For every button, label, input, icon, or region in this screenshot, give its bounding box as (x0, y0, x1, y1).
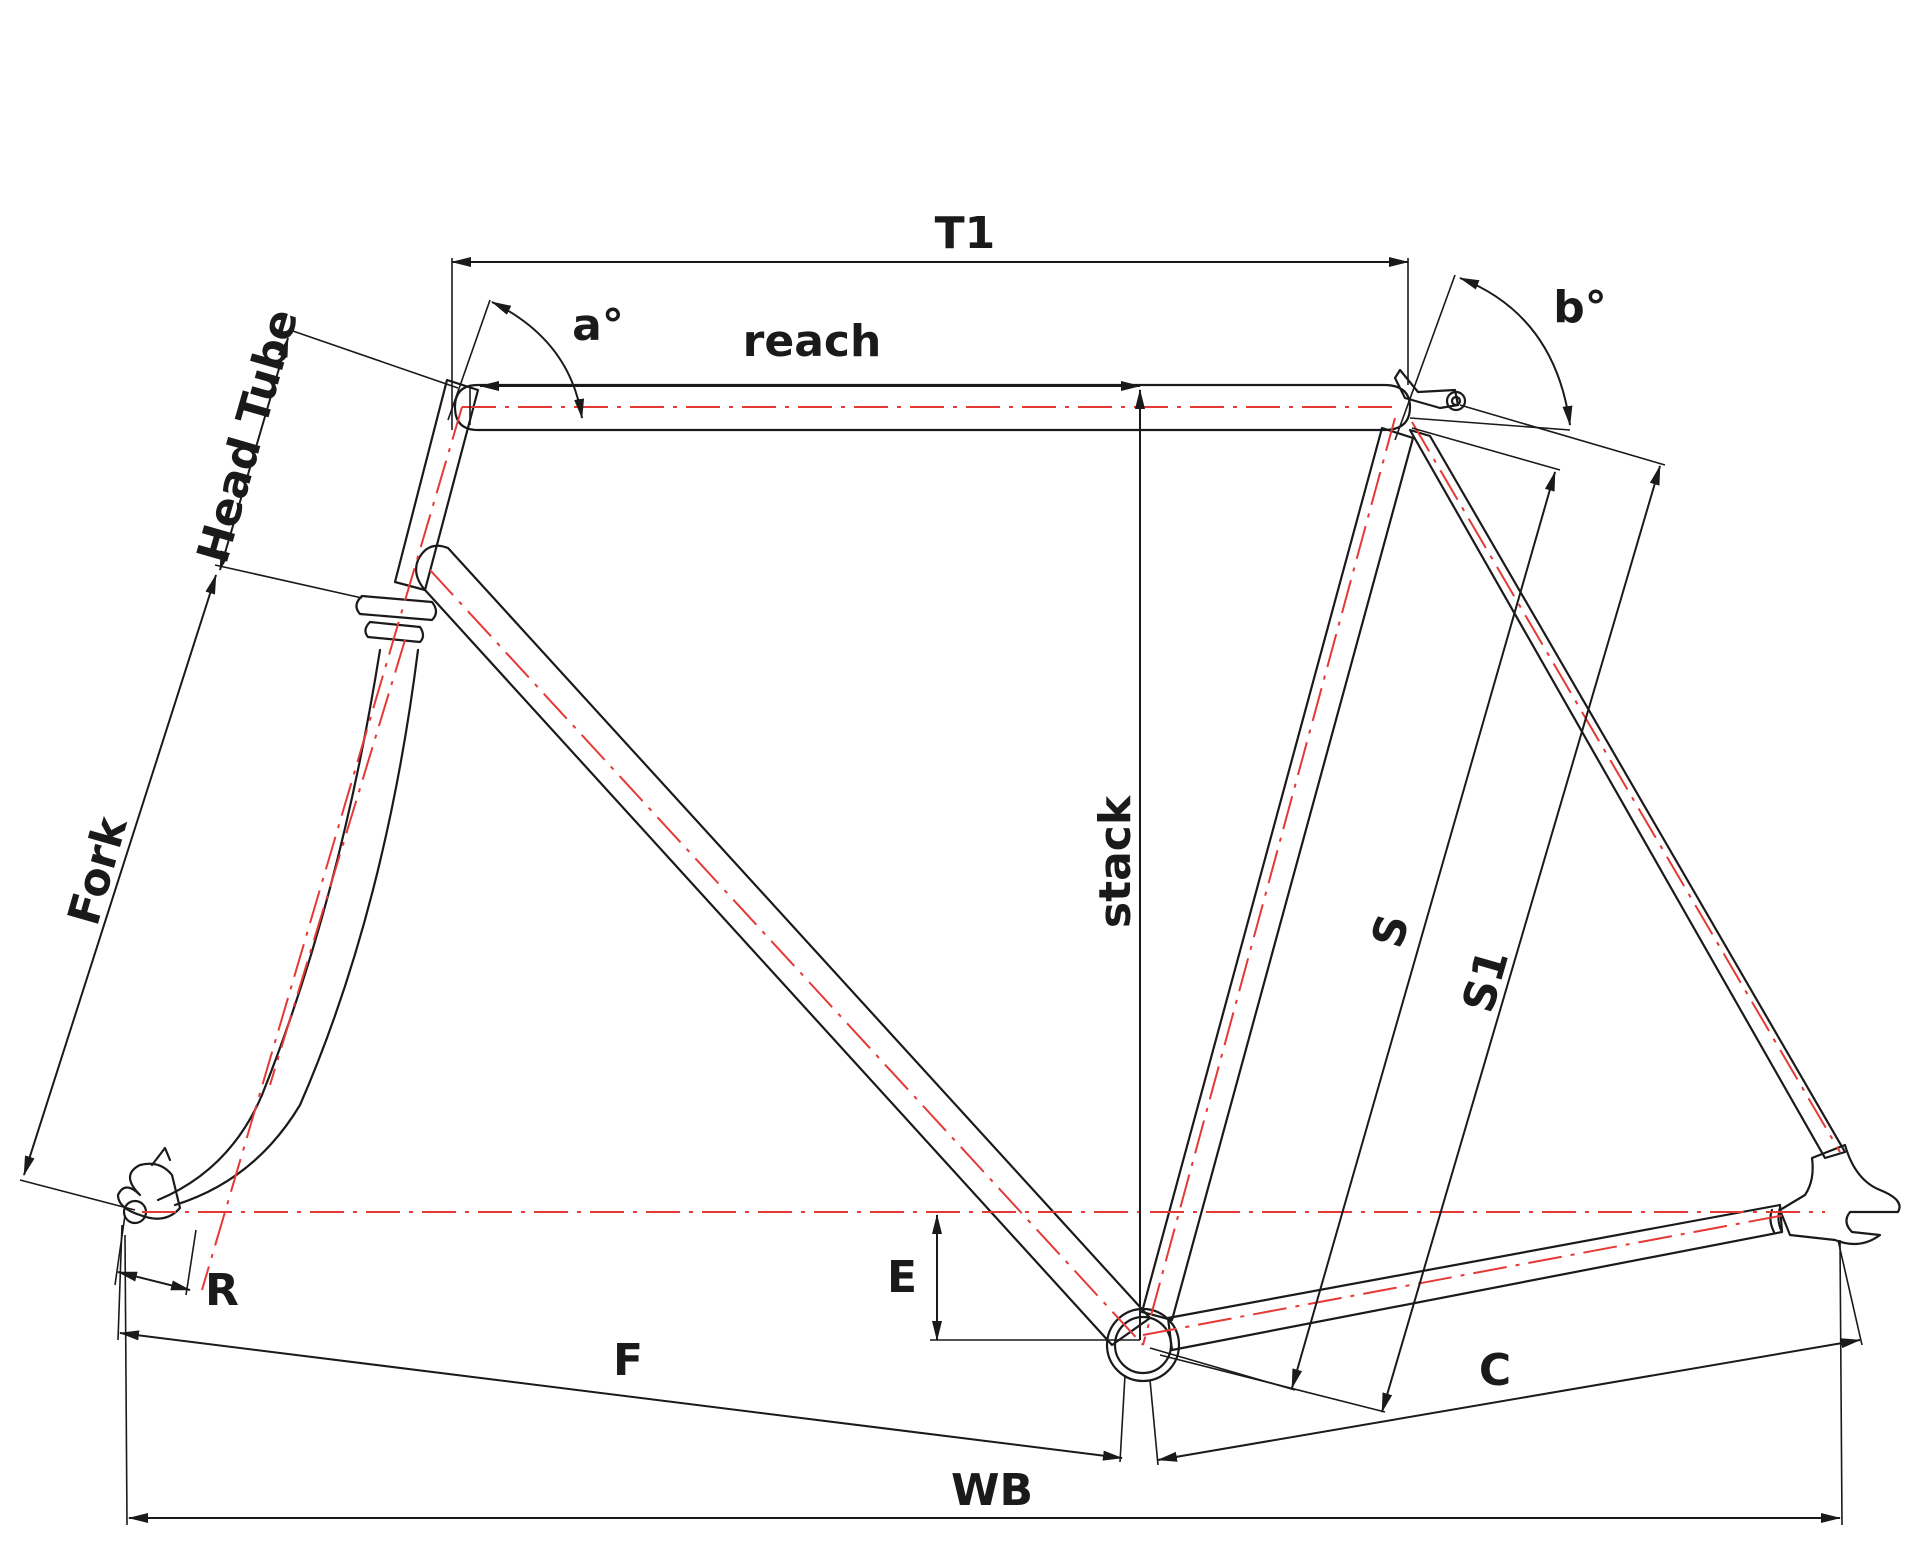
seat-tube (1140, 426, 1415, 1322)
down-tube (415, 544, 1152, 1347)
dimensions (19, 257, 1863, 1526)
r-dimension (117, 1271, 191, 1291)
chain-stay (1166, 1203, 1784, 1352)
label-wb: WB (951, 1465, 1033, 1516)
head-tube-dimension (219, 337, 289, 571)
s-dimension (1291, 471, 1556, 1389)
b-angle-arc (1459, 277, 1573, 426)
headset (355, 594, 438, 622)
label-s: S (1362, 909, 1420, 954)
c-dimension (1157, 1338, 1861, 1462)
fork-blade (156, 648, 420, 1207)
rear-dropout (1769, 1143, 1901, 1246)
s1-dimension (1381, 465, 1661, 1413)
label-b-angle: b° (1553, 282, 1607, 333)
label-f: F (613, 1335, 643, 1386)
seat-clamp (1393, 368, 1467, 412)
label-t1: T1 (935, 208, 996, 259)
label-stack: stack (1090, 794, 1141, 928)
label-fork: Fork (58, 810, 138, 931)
a-angle-arc (491, 301, 585, 419)
fork-dimension (23, 574, 217, 1176)
frame (116, 368, 1901, 1383)
head-tube (393, 378, 480, 592)
labels: T1 reach a° b° Head Tube Fork stack S S1… (58, 208, 1606, 1516)
label-c: C (1479, 1345, 1511, 1396)
label-r: R (205, 1265, 239, 1316)
seat-stay (1408, 428, 1847, 1160)
f-dimension (119, 1330, 1123, 1461)
label-e: E (887, 1252, 917, 1303)
label-head-tube: Head Tube (188, 304, 309, 569)
label-s1: S1 (1453, 944, 1519, 1018)
headset-lower (364, 620, 425, 644)
label-a-angle: a° (572, 300, 624, 351)
centerlines (142, 406, 1841, 1346)
label-reach: reach (743, 316, 882, 367)
